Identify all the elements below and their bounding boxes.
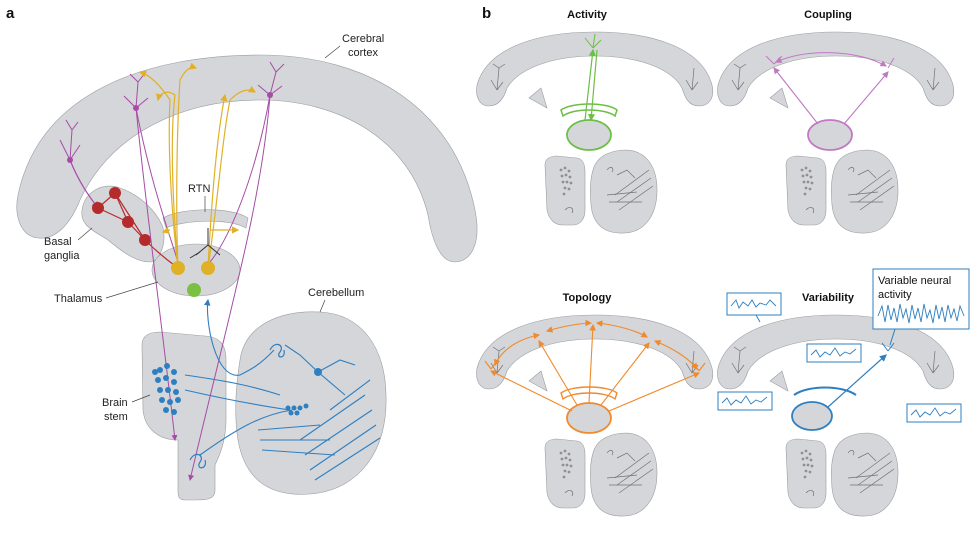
trace-box-1 (726, 292, 782, 323)
rtn-shell (162, 209, 249, 229)
cortical-soma-1 (67, 157, 73, 163)
thalamic-neuron-2 (201, 261, 215, 275)
label-rtn: RTN (188, 183, 210, 195)
leader-thalamus (105, 281, 159, 299)
brain-stem-shape (141, 331, 227, 501)
trace-box-3 (717, 391, 773, 411)
purkinje-cell (314, 368, 322, 376)
bg-neuron-1 (92, 202, 104, 214)
title-coupling: Coupling (804, 9, 852, 21)
brainstem-neuron (189, 453, 207, 469)
bg-neuron-4 (139, 234, 151, 246)
rtn-inhibitory (189, 228, 221, 259)
panel-a-letter: a (6, 5, 15, 22)
label-basal-2: ganglia (44, 250, 80, 262)
label-brainstem-1: Brain (102, 397, 128, 409)
panel-b-letter: b (482, 5, 491, 22)
cortical-soma-3 (267, 92, 273, 98)
callout-line-1: Variable neural (878, 275, 951, 287)
bg-neuron-3 (122, 216, 134, 228)
cerebral-cortex (16, 54, 478, 263)
subpanel-variability: Variability (717, 292, 955, 517)
label-cerebellum: Cerebellum (308, 287, 364, 299)
cortical-soma-2 (133, 105, 139, 111)
cerebellar-connections (184, 298, 381, 481)
title-variability: Variability (802, 292, 855, 304)
granule-cells (285, 403, 309, 416)
trace-box-2 (806, 343, 862, 363)
label-basal-1: Basal (44, 236, 72, 248)
trace-box-4 (906, 403, 962, 423)
cerebellum-shape (235, 311, 387, 495)
variable-activity-callout: Variable neural activity (872, 268, 970, 346)
thalamic-neuron-1 (171, 261, 185, 275)
title-activity: Activity (567, 9, 608, 21)
label-cerebral-cortex-1: Cerebral (342, 33, 384, 45)
thalamocortical-projections (138, 62, 257, 269)
subpanel-topology: Topology (476, 292, 714, 517)
leader-cortex (324, 45, 341, 59)
label-thalamus: Thalamus (54, 293, 103, 305)
leader-brainstem (131, 394, 151, 403)
panel-b: b (476, 5, 970, 517)
callout-line-2: activity (878, 289, 912, 301)
subpanel-coupling: Coupling (717, 9, 955, 234)
label-brainstem-2: stem (104, 411, 128, 423)
title-topology: Topology (563, 292, 613, 304)
bg-neuron-2 (109, 187, 121, 199)
leader-cerebellum (319, 299, 326, 313)
rtn-neuron (187, 283, 201, 297)
brainstem-nucleus (152, 363, 181, 415)
panel-a: a (6, 5, 478, 501)
cerebellar-nucleus-neuron (269, 343, 285, 358)
noisy-trace (877, 303, 965, 324)
leader-basal (77, 227, 93, 241)
subpanel-activity: Activity (476, 9, 714, 234)
label-cerebral-cortex-2: cortex (348, 47, 378, 59)
